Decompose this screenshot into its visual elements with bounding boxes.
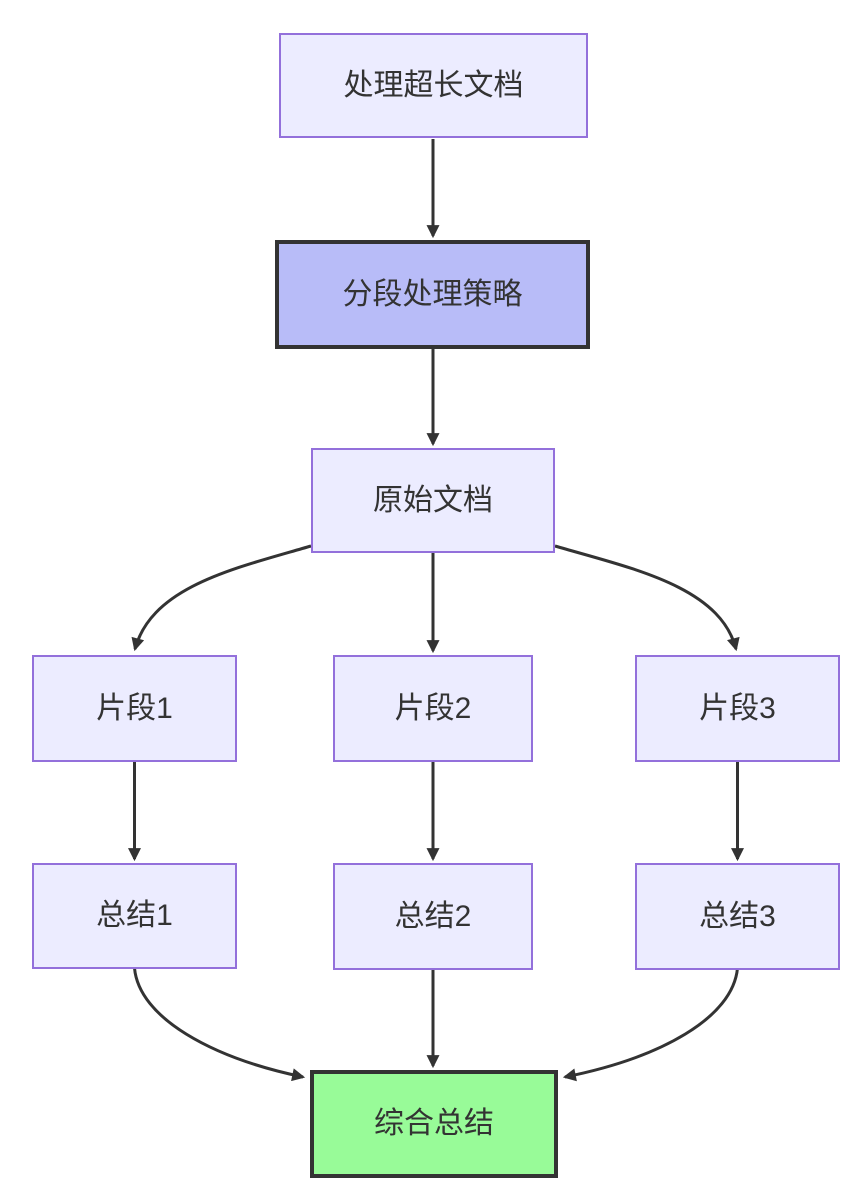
node-summary-2-label: 总结2 [394, 899, 472, 933]
edge-C-to-D3-arrow [554, 544, 740, 652]
node-fragment-1: 片段1 [32, 655, 237, 762]
node-segmentation-strategy: 分段处理策略 [275, 240, 590, 349]
edge-E1-to-F-arrow [133, 967, 306, 1082]
node-fragment-3-label: 片段3 [699, 691, 776, 725]
node-summary-1: 总结1 [32, 863, 237, 969]
node-summary-3: 总结3 [635, 863, 840, 970]
node-fragment-2-label: 片段2 [394, 691, 472, 725]
node-final-summary: 综合总结 [310, 1070, 558, 1178]
node-final-summary-label: 综合总结 [374, 1107, 494, 1140]
node-original-document-label: 原始文档 [373, 483, 493, 517]
node-summary-1-label: 总结1 [96, 899, 173, 932]
node-original-document: 原始文档 [311, 448, 555, 553]
node-process-long-document: 处理超长文档 [279, 33, 588, 138]
node-segmentation-strategy-label: 分段处理策略 [342, 277, 523, 311]
edge-C-to-D1-arrow [131, 544, 312, 652]
node-fragment-3: 片段3 [635, 655, 840, 762]
node-fragment-1-label: 片段1 [96, 691, 173, 725]
node-summary-2: 总结2 [333, 863, 533, 970]
edge-E3-to-F-arrow [562, 967, 739, 1082]
node-fragment-2: 片段2 [333, 655, 533, 762]
node-summary-3-label: 总结3 [699, 899, 776, 933]
node-process-long-document-label: 处理超长文档 [343, 68, 524, 102]
